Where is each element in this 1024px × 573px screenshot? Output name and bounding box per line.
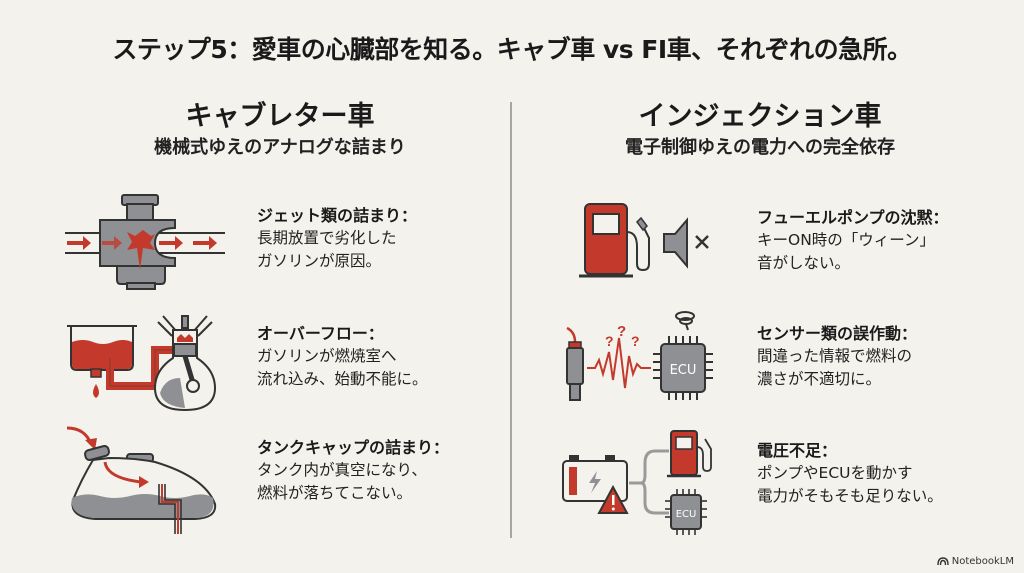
carburetor-column-header: キャブレター車 機械式ゆえのアナログな詰まり xyxy=(60,100,500,162)
item-desc-line: ポンプやECUを動かす xyxy=(757,464,913,482)
item-desc-line: 間違った情報で燃料の xyxy=(757,347,913,365)
carburetor-heading: キャブレター車 xyxy=(185,101,375,132)
carburetor-subheading: 機械式ゆえのアナログな詰まり xyxy=(154,137,406,158)
item-title: 電圧不足： xyxy=(757,441,838,460)
carburetor-item-jet-clog: ジェット類の詰まり： 長期放置で劣化した ガソリンが原因。 xyxy=(55,190,515,300)
item-desc-line: 濃さが不適切に。 xyxy=(757,370,882,388)
item-title: センサー類の誤作動： xyxy=(757,324,918,343)
watermark-text: NotebookLM xyxy=(951,556,1014,567)
injection-column-header: インジェクション車 電子制御ゆえの電力への完全依存 xyxy=(540,100,980,162)
carburetor-item-overflow: オーバーフロー： ガソリンが燃焼室へ 流れ込み、始動不能に。 xyxy=(55,308,515,418)
low-voltage-battery-icon: ECU xyxy=(555,425,745,535)
fuel-pump-mute-icon xyxy=(555,192,745,302)
item-desc-line: キーON時の「ウィーン」 xyxy=(757,231,936,249)
item-desc-line: 長期放置で劣化した xyxy=(257,229,397,247)
svg-text:ECU: ECU xyxy=(670,363,697,378)
svg-text:ECU: ECU xyxy=(676,509,697,520)
item-title: ジェット類の詰まり： xyxy=(257,206,418,225)
injection-subheading: 電子制御ゆえの電力への完全依存 xyxy=(625,137,895,158)
notebooklm-watermark: NotebookLM xyxy=(937,556,1014,567)
overflow-engine-icon xyxy=(55,308,245,418)
item-desc-line: 音がしない。 xyxy=(757,254,851,272)
item-title: フューエルポンプの沈黙： xyxy=(757,208,949,227)
injection-item-fuel-pump: フューエルポンプの沈黙： キーON時の「ウィーン」 音がしない。 xyxy=(555,192,1015,302)
item-desc-line: 燃料が落ちてこない。 xyxy=(257,484,413,502)
page-title: ステップ5：愛車の心臓部を知る。キャブ車 vs FI車、それぞれの急所。 xyxy=(112,35,912,64)
injection-heading: インジェクション車 xyxy=(638,101,882,132)
svg-text:?: ? xyxy=(617,323,626,340)
item-desc-line: タンク内が真空になり、 xyxy=(257,461,427,479)
item-text: フューエルポンプの沈黙： キーON時の「ウィーン」 音がしない。 xyxy=(757,206,1017,275)
injection-item-low-voltage: ECU 電圧不足： ポンプやECUを動かす 電力がそもそも足りない。 xyxy=(555,425,1015,535)
item-text: タンクキャップの詰まり： タンク内が真空になり、 燃料が落ちてこない。 xyxy=(257,436,517,505)
item-text: ジェット類の詰まり： 長期放置で劣化した ガソリンが原因。 xyxy=(257,204,517,273)
item-title: オーバーフロー： xyxy=(257,324,384,343)
svg-text:?: ? xyxy=(605,333,614,349)
notebooklm-logo-icon xyxy=(937,557,949,566)
item-desc-line: ガソリンが燃焼室へ xyxy=(257,347,397,365)
item-text: 電圧不足： ポンプやECUを動かす 電力がそもそも足りない。 xyxy=(757,439,1017,508)
item-desc-line: ガソリンが原因。 xyxy=(257,252,382,270)
svg-text:?: ? xyxy=(631,333,640,349)
carburetor-item-tank-cap: タンクキャップの詰まり： タンク内が真空になり、 燃料が落ちてこない。 xyxy=(55,422,517,534)
column-divider xyxy=(510,102,512,538)
item-title: タンクキャップの詰まり： xyxy=(257,438,450,457)
item-desc-line: 流れ込み、始動不能に。 xyxy=(257,370,428,388)
carburetor-jet-clog-icon xyxy=(55,190,245,300)
item-desc-line: 電力がそもそも足りない。 xyxy=(757,487,943,505)
injection-item-sensor: ? ? ? ECU センサー類の誤作動： 間違った情報で燃料の 濃さが不適切に。 xyxy=(555,308,1015,418)
item-text: センサー類の誤作動： 間違った情報で燃料の 濃さが不適切に。 xyxy=(757,322,1017,391)
fuel-tank-cap-icon xyxy=(55,422,245,534)
item-text: オーバーフロー： ガソリンが燃焼室へ 流れ込み、始動不能に。 xyxy=(257,322,517,391)
sensor-ecu-error-icon: ? ? ? ECU xyxy=(555,308,745,418)
